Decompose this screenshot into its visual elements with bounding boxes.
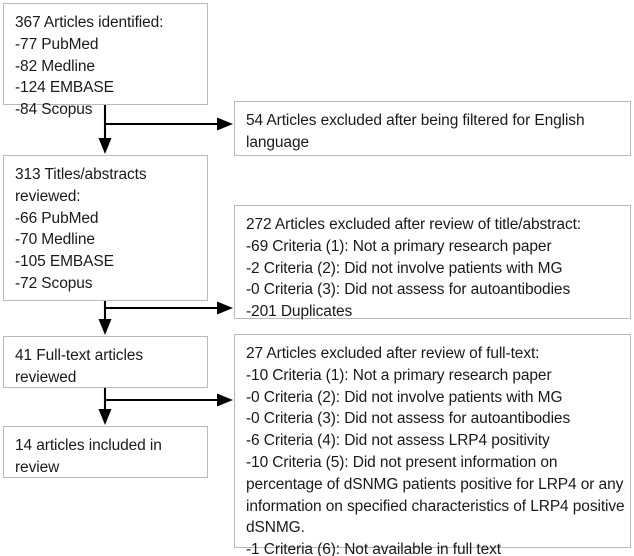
box-fulltext-articles-reviewed: 41 Full-text articles reviewed <box>3 336 208 388</box>
arrow-identified-to-excluded-language <box>105 117 233 131</box>
box-articles-identified: 367 Articles identified: -77 PubMed -82 … <box>3 3 208 118</box>
arrow-titles-to-excluded-abstract <box>105 301 233 315</box>
box-excluded-after-fulltext-review: 27 Articles excluded after review of ful… <box>234 334 631 556</box>
arrow-titles-to-fulltext <box>98 301 112 335</box>
box-excluded-after-title-abstract-review: 272 Articles excluded after review of ti… <box>234 205 631 320</box>
box-excluded-english-language: 54 Articles excluded after being filtere… <box>234 101 631 156</box>
arrow-fulltext-to-included <box>98 388 112 425</box>
box-articles-included-in-review: 14 articles included in review <box>3 426 208 478</box>
box-titles-abstracts-reviewed: 313 Titles/abstracts reviewed: -66 PubMe… <box>3 155 208 301</box>
arrow-fulltext-to-excluded-fulltext <box>105 393 233 407</box>
arrow-identified-to-titles <box>98 105 112 154</box>
